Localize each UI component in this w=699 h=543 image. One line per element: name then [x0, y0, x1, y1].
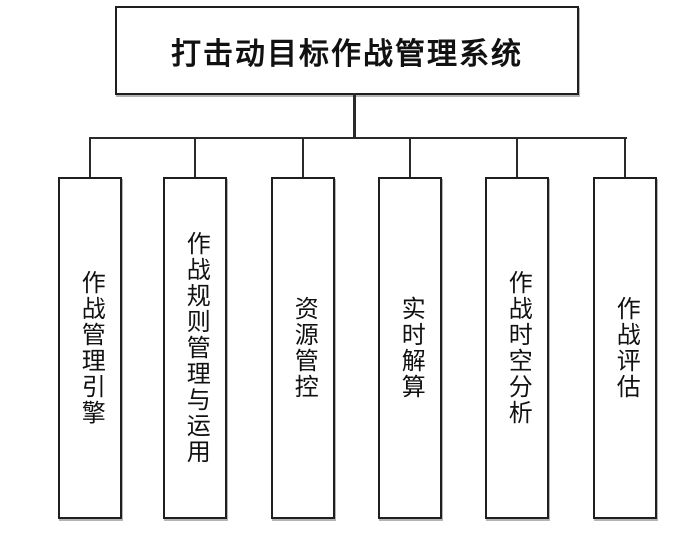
- module-node-label: 作战规则管理与运用: [182, 231, 210, 465]
- module-node-label: 实时解算: [397, 296, 425, 400]
- connector-stem: [353, 93, 356, 139]
- connector-drop-2: [194, 137, 196, 177]
- module-node-spatiotemporal-analysis: 作战时空分析: [485, 177, 549, 519]
- module-node-combat-rules-management: 作战规则管理与运用: [163, 177, 227, 519]
- connector-drop-1: [89, 137, 91, 177]
- module-node-resource-control: 资源管控: [271, 177, 335, 519]
- module-node-label: 作战评估: [612, 296, 640, 400]
- connector-drop-6: [624, 137, 626, 177]
- module-node-combat-evaluation: 作战评估: [593, 177, 657, 519]
- connector-drop-4: [409, 137, 411, 177]
- module-node-combat-management-engine: 作战管理引擎: [58, 177, 122, 519]
- module-node-realtime-calculation: 实时解算: [378, 177, 442, 519]
- module-node-label: 资源管控: [290, 296, 318, 400]
- connector-horizontal-bar: [89, 137, 627, 139]
- root-node-label: 打击动目标作战管理系统: [171, 37, 523, 71]
- connector-drop-3: [302, 137, 304, 177]
- connector-drop-5: [516, 137, 518, 177]
- root-node: 打击动目标作战管理系统: [115, 6, 579, 95]
- module-node-label: 作战管理引擎: [77, 270, 105, 426]
- module-node-label: 作战时空分析: [504, 270, 532, 426]
